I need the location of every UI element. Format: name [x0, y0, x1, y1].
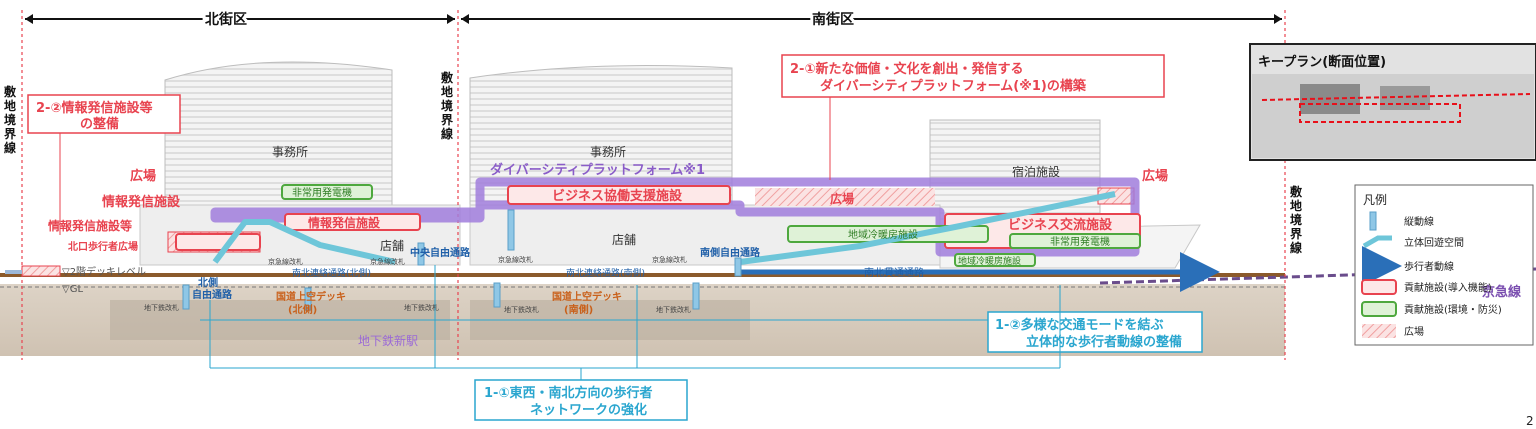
keikyu-line-label: 京急線 — [1482, 284, 1522, 300]
diversity-platform-outline — [210, 177, 1140, 257]
svg-text:地: 地 — [1290, 198, 1302, 213]
ns-link-south-label: 南北連絡通路(南側) — [566, 267, 645, 279]
svg-text:線: 線 — [4, 140, 16, 155]
circulation-arrow-south — [739, 191, 1116, 265]
zone-north-label: 北街区 — [205, 11, 247, 28]
page-number: 2 — [1526, 414, 1534, 428]
callout-1-1-line1: 1-①東西・南北方向の歩行者 — [484, 385, 652, 401]
biz-support-label: ビジネス協働支援施設 — [552, 188, 683, 204]
legend-item-2: 立体回遊空間 — [1404, 236, 1464, 249]
keyplan-title: キープラン(断面位置) — [1258, 54, 1386, 70]
svg-text:界: 界 — [4, 126, 16, 141]
plaza-label-south: 広場 — [830, 191, 854, 206]
subway-gate-1: 地下鉄改札 — [144, 303, 179, 312]
svg-text:界: 界 — [441, 112, 453, 127]
subway-gate-3: 地下鉄改札 — [504, 305, 539, 314]
central-passage-label: 中央自由通路 — [410, 246, 471, 259]
plaza-label-hotel: 広場 — [1142, 168, 1168, 184]
svg-text:地: 地 — [4, 98, 16, 113]
subway-gate-2: 地下鉄改札 — [404, 303, 439, 312]
biz-exchange-label: ビジネス交流施設 — [1008, 217, 1113, 233]
svg-text:敷: 敷 — [4, 84, 17, 99]
south-passage-label: 南側自由通路 — [700, 246, 761, 259]
dhc-label: 地域冷暖房施設 — [848, 228, 918, 241]
svg-text:地: 地 — [441, 84, 453, 99]
office-north-label: 事務所 — [272, 145, 308, 159]
hotel-label: 宿泊施設 — [1012, 164, 1060, 179]
ns-link-north-label: 南北連絡通路(北側) — [292, 267, 371, 279]
emergency-gen-south — [1009, 233, 1141, 249]
dhc-box-2 — [954, 253, 1036, 267]
callout-2-2-box — [27, 94, 181, 134]
info-facility-box — [175, 233, 261, 251]
svg-text:線: 線 — [1290, 240, 1302, 255]
plaza-south — [755, 188, 935, 206]
callout-1-2-line2: 立体的な歩行者動線の整備 — [1026, 334, 1182, 350]
vertical-arrows — [182, 209, 742, 311]
keikyu-gate-1: 京急線改札 — [268, 257, 303, 266]
route-deck-north-2: (北側) — [288, 303, 317, 316]
info-facility-etc-label: 情報発信施設等 — [48, 218, 132, 233]
callout-1-2-box — [987, 311, 1203, 353]
svg-text:界: 界 — [1290, 226, 1302, 241]
route-deck-south-2: (南側) — [564, 303, 593, 316]
diversity-platform-label: ダイバーシティプラットフォーム※1 — [490, 162, 705, 178]
svg-text:境: 境 — [4, 112, 16, 127]
emergency-gen-north — [281, 184, 373, 200]
info-facility-label: 情報発信施設 — [102, 194, 181, 210]
gl-label: ▽GL — [62, 284, 83, 295]
dhc-label-2: 地域冷暖房施設 — [958, 255, 1021, 267]
ns-through-label: 南北貫通通路 — [864, 266, 924, 279]
route-deck-north-1: 国道上空デッキ — [276, 290, 346, 303]
plaza-label-north: 広場 — [130, 168, 156, 184]
office-south-label: 事務所 — [590, 145, 626, 159]
north-passage-label-2: 自由通路 — [192, 288, 233, 301]
keikyu-gate-4: 京急線改札 — [652, 255, 687, 264]
legend-item-1: 縦動線 — [1404, 215, 1434, 228]
info-facility-label-2: 情報発信施設 — [308, 215, 381, 230]
deck-level-label: ▽2階デッキレベル — [62, 265, 146, 278]
svg-text:境: 境 — [1290, 212, 1302, 227]
circulation-arrow-north — [212, 219, 396, 265]
north-exit-plaza-label: 北口歩行者広場 — [68, 240, 138, 253]
biz-support-box — [507, 185, 731, 205]
svg-text:敷: 敷 — [1290, 184, 1303, 199]
route-deck-south-1: 国道上空デッキ — [552, 290, 622, 303]
subway-gate-4: 地下鉄改札 — [656, 305, 691, 314]
emergency-gen-south-label: 非常用発電機 — [1050, 235, 1110, 248]
callout-2-2-line1: 2-②情報発信施設等 — [36, 100, 152, 116]
legend-title: 凡例 — [1363, 193, 1387, 207]
callout-1-2-line1: 1-②多様な交通モードを結ぶ — [995, 317, 1163, 333]
legend-item-3: 歩行者動線 — [1404, 260, 1454, 273]
callout-1-1-line2: ネットワークの強化 — [530, 402, 647, 418]
legend-item-4: 貢献施設(導入機能) — [1404, 281, 1492, 294]
keikyu-gate-3: 京急線改札 — [498, 255, 533, 264]
north-passage-label-1: 北側 — [198, 276, 218, 289]
legend-item-5: 貢献施設(環境・防災) — [1404, 303, 1502, 316]
svg-text:境: 境 — [441, 98, 453, 113]
keikyu-gate-2: 京急線改札 — [370, 257, 405, 266]
plaza-north-exit — [21, 265, 61, 277]
emergency-gen-north-label: 非常用発電機 — [292, 186, 352, 199]
callout-2-2-line2: の整備 — [80, 116, 119, 132]
callout-2-1-line1: 2-①新たな価値・文化を創出・発信する — [790, 61, 1023, 77]
callout-2-1-box — [781, 54, 1165, 98]
zone-south-label: 南街区 — [812, 11, 854, 28]
legend-item-6: 広場 — [1404, 325, 1424, 338]
svg-text:敷: 敷 — [441, 70, 454, 85]
subway-station-label: 地下鉄新駅 — [358, 333, 418, 348]
svg-text:線: 線 — [441, 126, 453, 141]
info-facility-box-2 — [284, 213, 421, 231]
keyplan-section-line — [1261, 93, 1531, 101]
callout-1-1-box — [474, 379, 688, 421]
shop-south-label: 店舗 — [612, 233, 636, 247]
callout-2-1-line2: ダイバーシティプラットフォーム(※1)の構築 — [820, 78, 1087, 94]
shop-north-label: 店舗 — [380, 239, 404, 253]
